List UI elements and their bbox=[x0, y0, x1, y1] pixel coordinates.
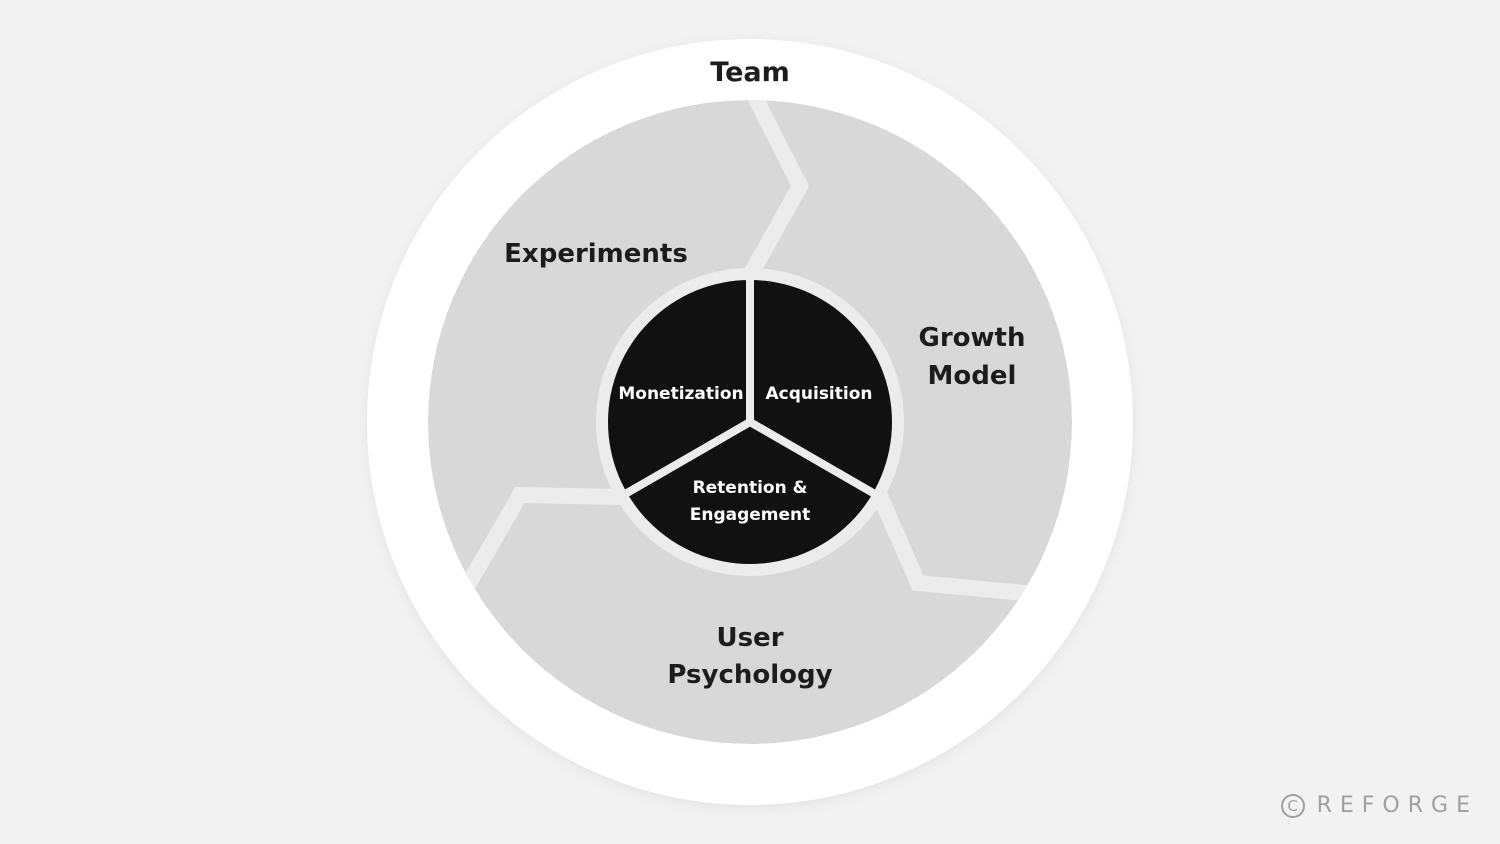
team-label: Team bbox=[710, 57, 790, 88]
acquisition-label: Acquisition bbox=[765, 384, 872, 404]
inner-divider-right bbox=[748, 418, 882, 501]
brand-name: REFORGE bbox=[1316, 793, 1478, 818]
retention-label-line1: Retention & bbox=[693, 478, 808, 498]
user-psychology-label-line2: Psychology bbox=[667, 660, 832, 690]
separator-experiments-growth bbox=[744, 100, 810, 276]
experiments-label: Experiments bbox=[504, 239, 688, 269]
growth-model-label-line1: Growth bbox=[919, 323, 1026, 353]
user-psychology-label-line1: User bbox=[716, 623, 783, 653]
retention-label-line2: Engagement bbox=[690, 505, 811, 525]
monetization-label: Monetization bbox=[618, 384, 743, 404]
inner-divider-left bbox=[618, 418, 752, 501]
copyright-icon: C bbox=[1280, 793, 1305, 818]
growth-model-label-line2: Model bbox=[928, 361, 1017, 391]
reforge-watermark: C REFORGE bbox=[1280, 793, 1478, 818]
